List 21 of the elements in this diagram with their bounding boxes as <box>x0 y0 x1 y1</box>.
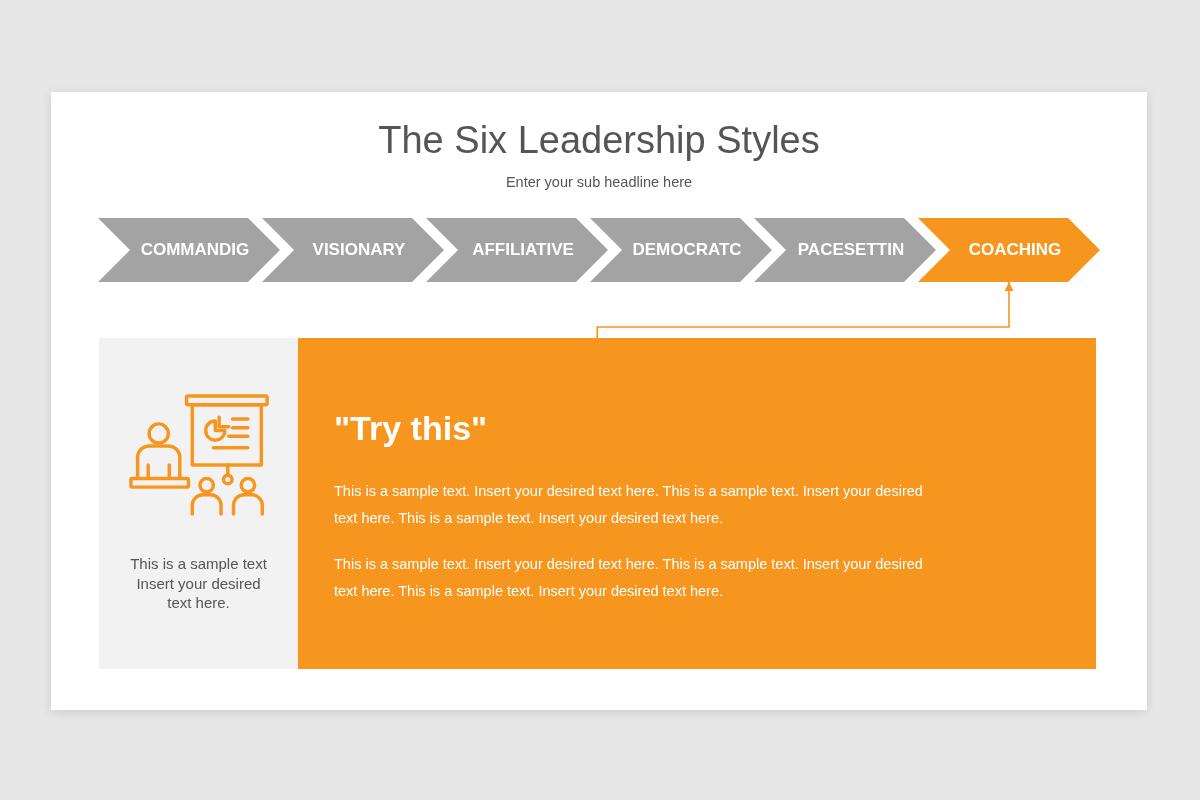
panel-text: This is a sample text Insert your desired text here. <box>129 554 268 613</box>
step-label: AFFILIATIVE <box>471 239 575 261</box>
chevron-step <box>918 218 1100 282</box>
step-label: VISIONARY <box>311 239 407 261</box>
chevron-step <box>754 218 936 282</box>
chevron-step <box>426 218 608 282</box>
panel-heading: "Try this" <box>334 408 488 449</box>
slide-subtitle: Enter your sub headline here <box>504 173 694 191</box>
chevron-step <box>98 218 280 282</box>
step-label: DEMOCRATC <box>631 239 743 261</box>
info-panel <box>99 338 298 669</box>
body-paragraph: This is a sample text. Insert your desired text here. This is a sample text. Insert your desired text here. This is a sample text. Insert your desired text here. <box>334 555 924 601</box>
body-paragraph: This is a sample text. Insert your desired text here. This is a sample text. Insert your desired text here. This is a sample text. Insert your desired text here. <box>334 482 924 528</box>
highlight-panel <box>298 338 1096 669</box>
slide-title: The Six Leadership Styles <box>377 118 821 163</box>
step-label: COACHING <box>967 239 1063 261</box>
step-label: COMMANDIG <box>139 239 251 261</box>
chevron-step <box>590 218 772 282</box>
step-label: PACESETTIN <box>796 239 906 261</box>
connector-arrow <box>596 281 1014 339</box>
chevron-step <box>262 218 444 282</box>
